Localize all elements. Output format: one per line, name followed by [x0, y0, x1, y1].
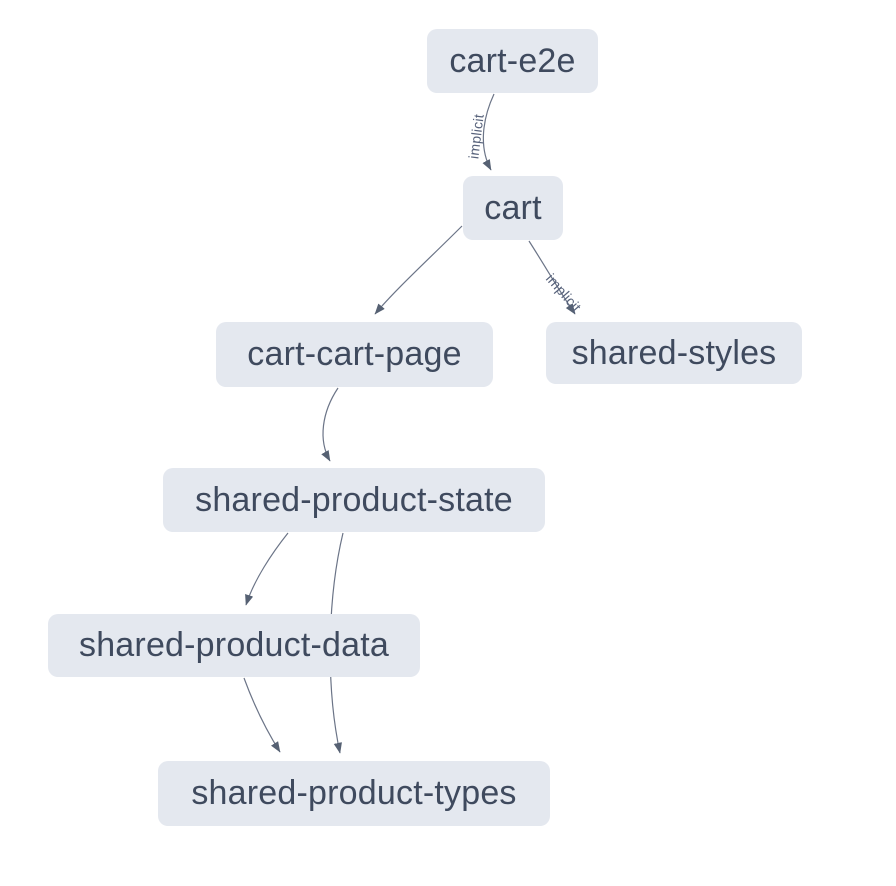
- node-shared-styles[interactable]: shared-styles: [546, 322, 802, 384]
- edge-shared-product-state-to-shared-product-data: [245, 532, 289, 606]
- node-label: cart-e2e: [449, 41, 576, 80]
- node-label: shared-product-types: [191, 774, 517, 812]
- node-label: shared-product-state: [195, 480, 513, 519]
- edge-shared-product-data-to-shared-product-types: [243, 677, 281, 753]
- edge-label-implicit-shared-styles: implicit: [543, 270, 585, 315]
- edge-cart-to-shared-styles: [528, 240, 576, 315]
- node-label: shared-product-data: [79, 626, 389, 664]
- edge-cart-to-cart-cart-page: [374, 225, 463, 315]
- edge-label-implicit-cart-e2e: implicit: [465, 113, 486, 160]
- node-label: shared-styles: [571, 333, 777, 372]
- node-shared-product-types[interactable]: shared-product-types: [158, 761, 550, 826]
- node-shared-product-state[interactable]: shared-product-state: [163, 468, 545, 532]
- edge-cart-e2e-to-cart: [482, 93, 495, 171]
- node-label: cart-cart-page: [247, 335, 462, 373]
- node-cart[interactable]: cart: [463, 176, 563, 240]
- node-cart-e2e[interactable]: cart-e2e: [427, 29, 598, 93]
- node-shared-product-data[interactable]: shared-product-data: [48, 614, 420, 677]
- edge-cart-cart-page-to-shared-product-state: [321, 387, 339, 462]
- node-cart-cart-page[interactable]: cart-cart-page: [216, 322, 493, 387]
- node-label: cart: [484, 188, 542, 227]
